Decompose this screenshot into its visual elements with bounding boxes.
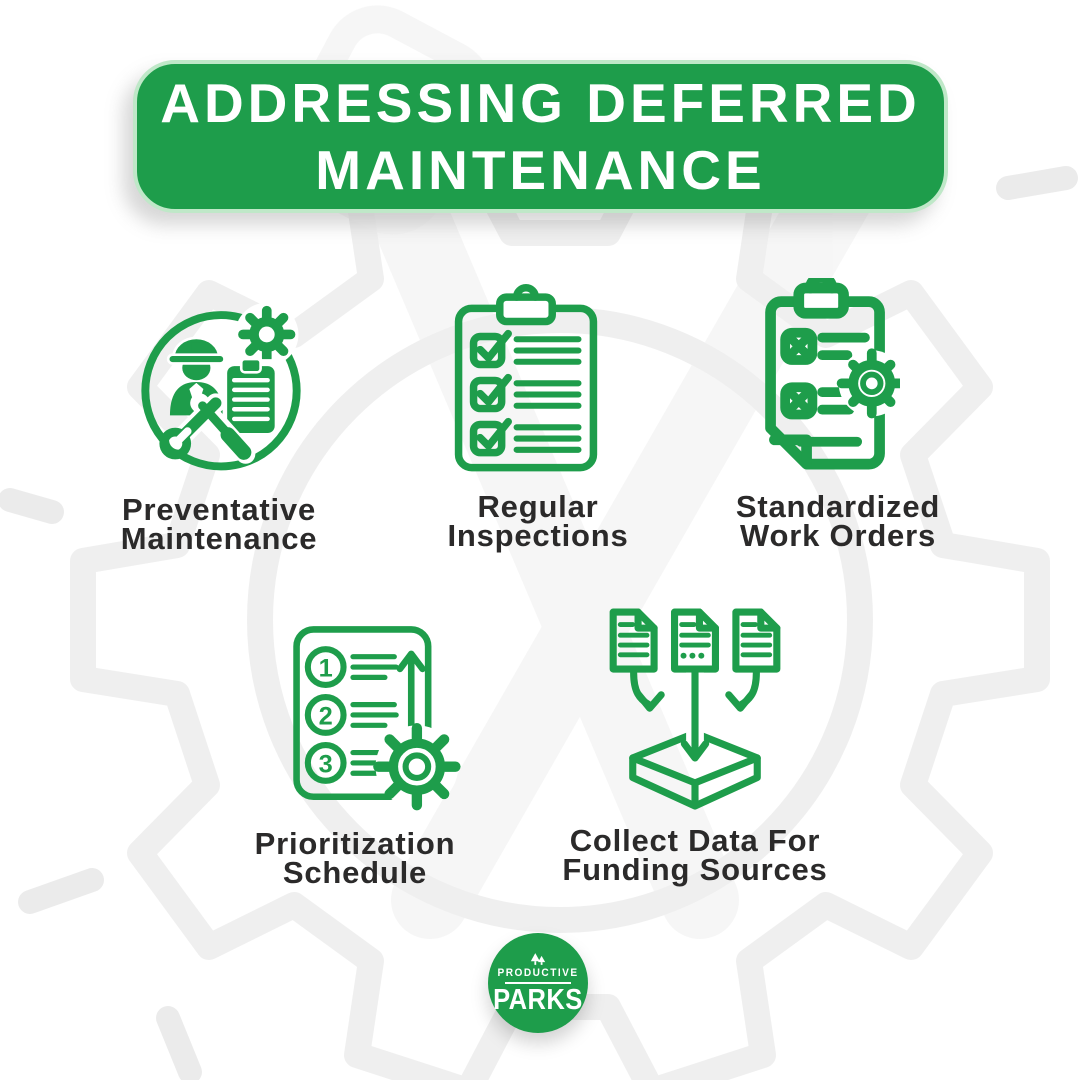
logo-brand-parks: PARKS: [493, 984, 583, 1016]
item-label-standardized-work-orders: Standardized Work Orders: [735, 489, 941, 553]
step-number-2: 2: [319, 702, 333, 730]
title-line-2: MAINTENANCE: [315, 138, 766, 201]
logo-brand-productive: PRODUCTIVE: [497, 967, 579, 979]
item-label-prioritization-schedule: Prioritization Schedule: [254, 826, 456, 890]
item-label-collect-data-funding: Collect Data For Funding Sources: [562, 823, 828, 887]
inspection-checklist-icon: [451, 284, 601, 476]
item-label-preventative-maintenance: Preventative Maintenance: [120, 492, 318, 556]
numbered-list-gear-icon: 1 2 3: [274, 618, 462, 811]
title-banner: ADDRESSING DEFERRED MAINTENANCE: [133, 60, 948, 213]
preventative-maintenance-icon: [133, 301, 309, 477]
pine-trees-icon: [530, 953, 546, 965]
item-label-regular-inspections: Regular Inspections: [447, 489, 629, 553]
step-number-1: 1: [319, 654, 333, 682]
title-line-1: ADDRESSING DEFERRED: [160, 71, 921, 134]
documents-to-collection-box-icon: [597, 605, 793, 814]
work-order-clipboard-gear-icon: [754, 278, 900, 478]
productive-parks-logo: PRODUCTIVE PARKS: [488, 933, 588, 1033]
step-number-3: 3: [319, 750, 333, 778]
logo-divider: [505, 982, 571, 984]
